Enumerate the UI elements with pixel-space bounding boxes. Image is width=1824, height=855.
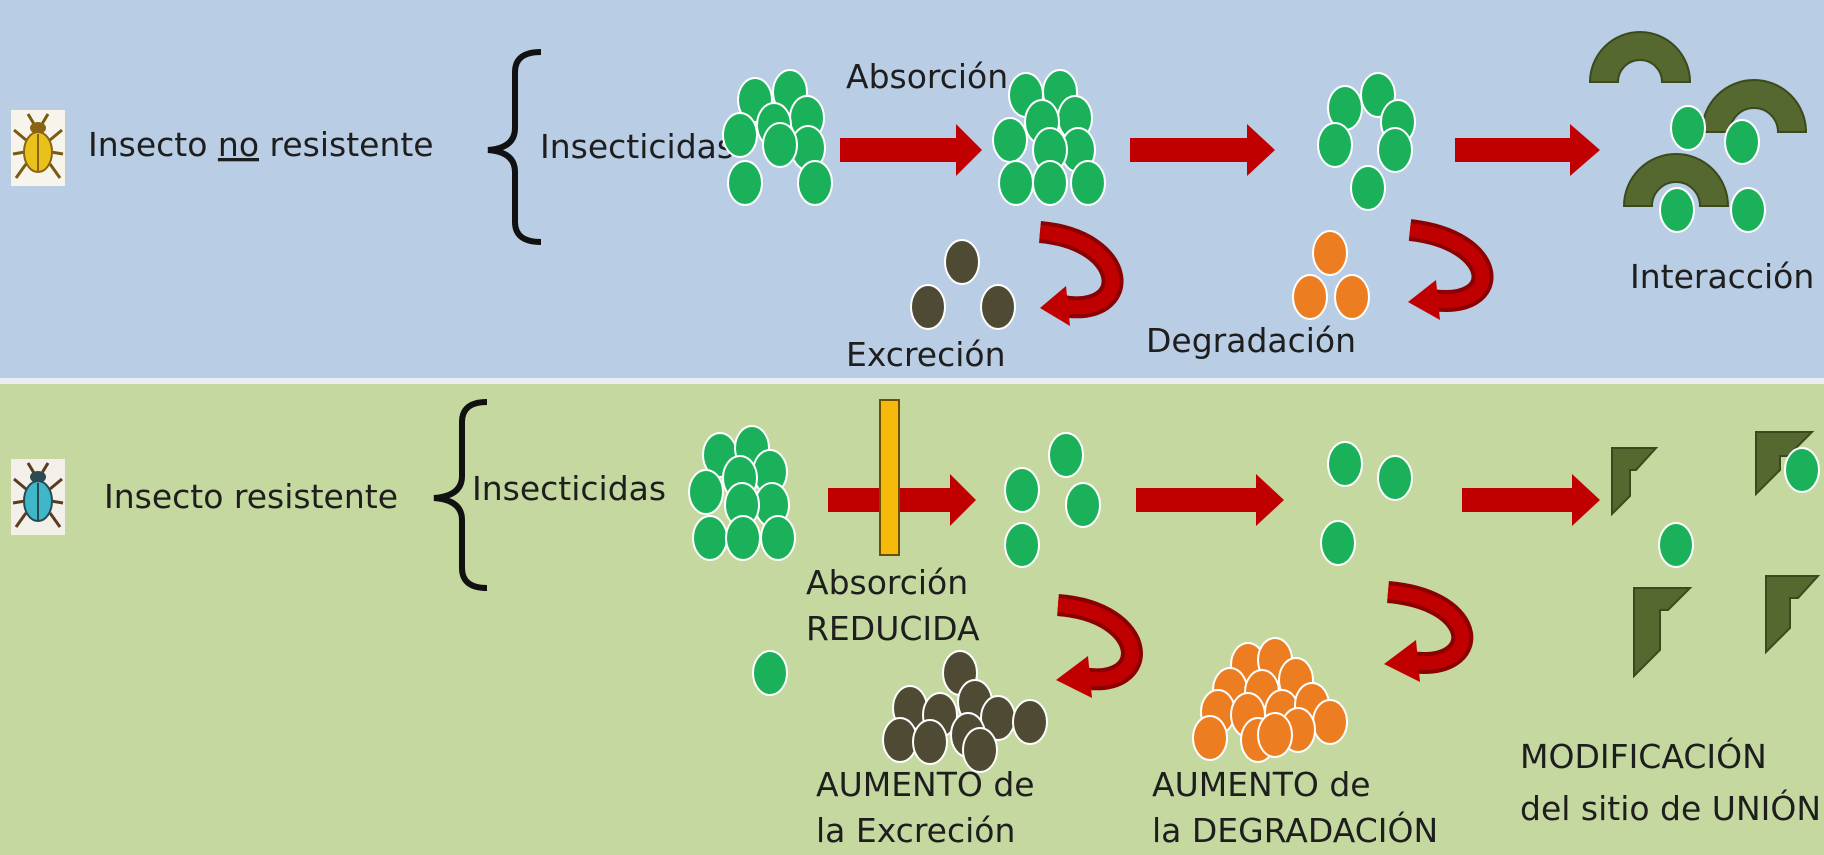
top-excreted-dots xyxy=(910,239,1016,330)
top-arrow-1 xyxy=(840,124,982,176)
top-insecticides-label: Insecticidas xyxy=(540,127,734,166)
top-absorption-label: Absorción xyxy=(846,57,1008,96)
top-insecticide-cluster xyxy=(722,69,833,206)
top-remaining-cluster xyxy=(1317,72,1416,211)
bottom-arrows xyxy=(828,474,1600,526)
bottom-degradation-label-2: la DEGRADACIÓN xyxy=(1152,810,1438,850)
bottom-arrow-3 xyxy=(1462,474,1600,526)
absorption-barrier xyxy=(879,399,900,556)
bottom-brace xyxy=(433,399,488,591)
bottom-insecticides-label: Insecticidas xyxy=(472,469,666,508)
top-degradation-arrow xyxy=(1408,219,1494,320)
yellow-beetle-icon xyxy=(11,110,65,186)
top-interaction-label: Interacción xyxy=(1630,257,1814,296)
bottom-absorption-label-1: Absorción xyxy=(806,563,968,602)
bottom-excretion-label-2: la Excreción xyxy=(816,811,1015,850)
bottom-absorption-label-2: REDUCIDA xyxy=(806,609,980,648)
panel-divider xyxy=(0,378,1824,384)
bottom-binding-label-2: del sitio de UNIÓN xyxy=(1520,788,1821,828)
top-brace xyxy=(487,49,542,245)
bottom-binding-label-1: MODIFICACIÓN xyxy=(1520,736,1767,776)
outside-insecticide-dot xyxy=(752,650,788,696)
top-excretion-arrow xyxy=(1038,221,1124,326)
top-arrows xyxy=(840,124,1600,176)
bottom-degradation-label-1: AUMENTO de xyxy=(1152,765,1371,804)
bottom-arrow-1 xyxy=(828,474,976,526)
bottom-insecticide-cluster xyxy=(688,425,796,561)
bottom-unbound-insecticides xyxy=(1658,447,1820,568)
top-degraded-dots xyxy=(1292,230,1370,320)
top-insect-label: Insecto no resistente xyxy=(88,125,434,164)
top-arrow-2 xyxy=(1130,124,1275,176)
bottom-degradation-arrow xyxy=(1384,581,1474,682)
top-target-sites xyxy=(1588,31,1808,207)
bottom-modified-target-sites xyxy=(1611,431,1821,679)
teal-beetle-icon xyxy=(11,459,65,535)
bottom-panel xyxy=(0,380,1824,855)
bottom-excretion-arrow xyxy=(1056,594,1143,698)
top-degradation-label: Degradación xyxy=(1146,321,1356,360)
bottom-excreted-cluster xyxy=(882,650,1048,773)
top-arrow-3 xyxy=(1455,124,1600,176)
bottom-remaining-dots xyxy=(1320,441,1413,566)
top-excretion-label: Excreción xyxy=(846,335,1006,374)
top-absorbed-cluster xyxy=(992,69,1106,206)
bottom-degraded-cluster xyxy=(1192,637,1348,763)
bottom-excretion-label-1: AUMENTO de xyxy=(816,765,1035,804)
bottom-arrow-2 xyxy=(1136,474,1284,526)
top-bound-insecticides xyxy=(1659,105,1766,233)
bottom-insect-label: Insecto resistente xyxy=(104,477,398,516)
bottom-absorbed-dots xyxy=(1004,432,1101,568)
